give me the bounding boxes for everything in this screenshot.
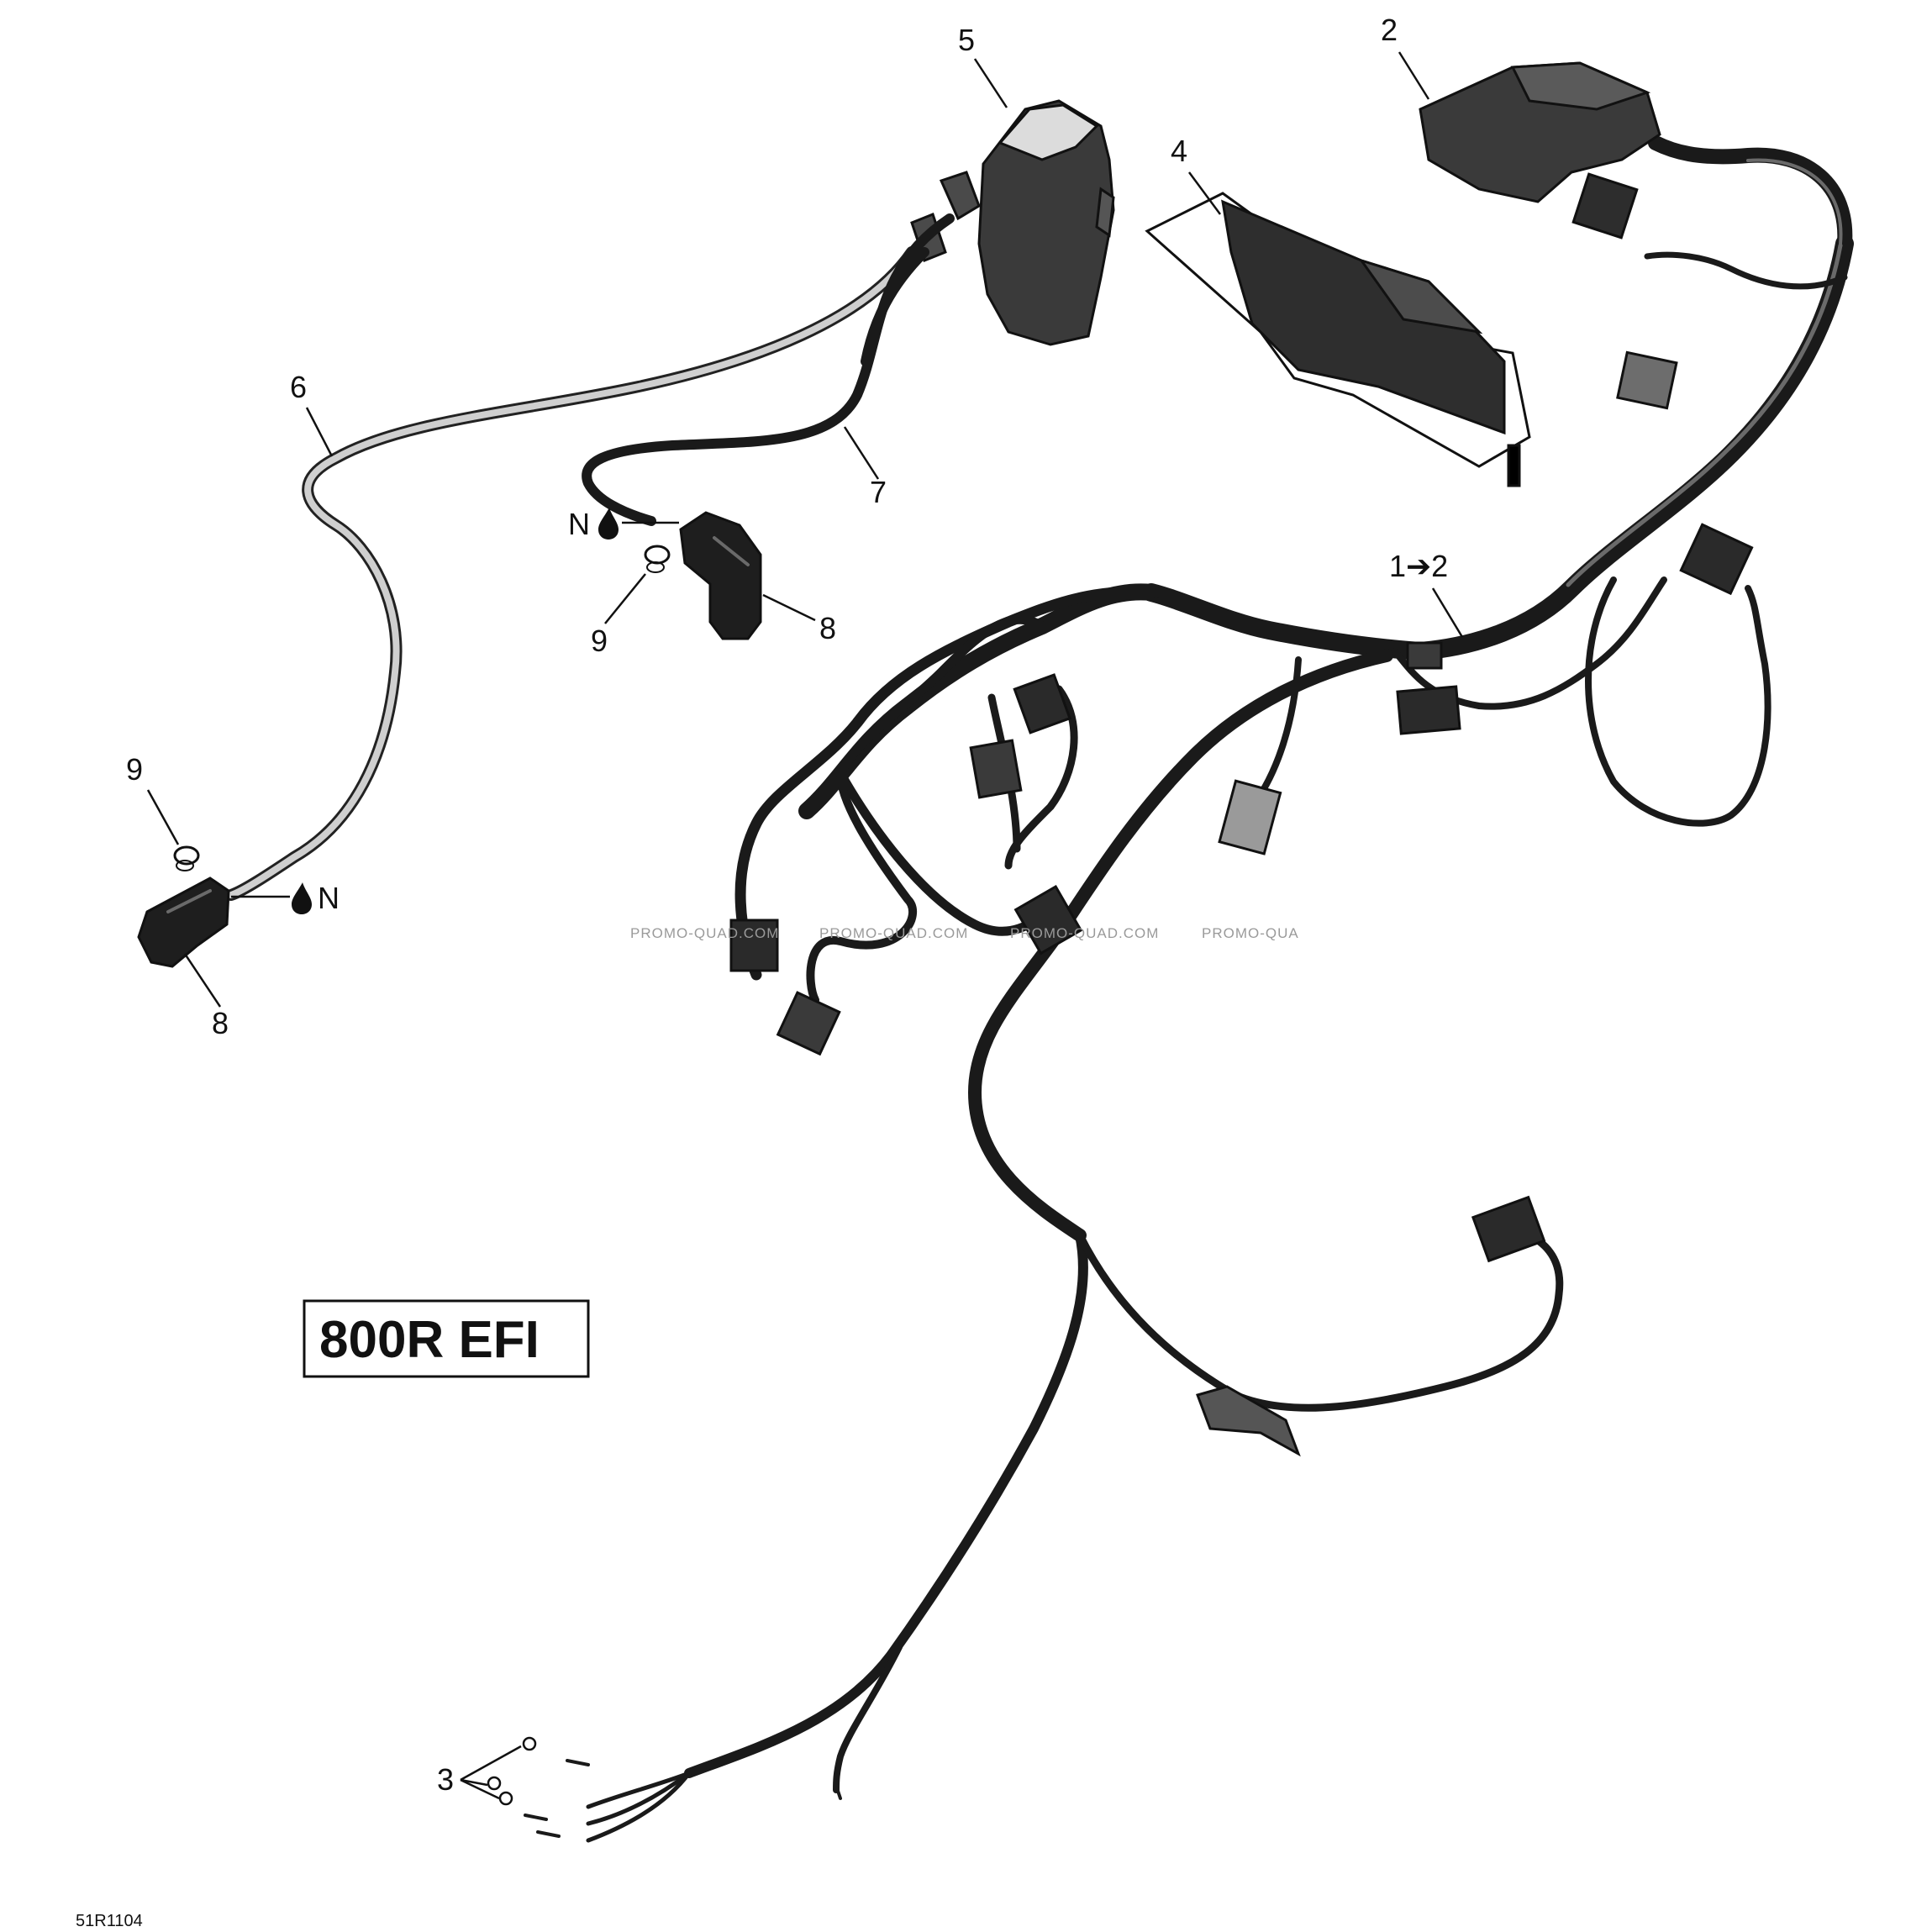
part-4-ecm [1145, 192, 1531, 487]
callout-8-lower: 8 [212, 1006, 229, 1040]
drop-icon [292, 882, 312, 914]
part-9-clamp-upper [644, 545, 671, 573]
drop-icon [598, 508, 619, 540]
lube-mark-upper-letter: N [568, 507, 590, 541]
harness-connectors [729, 523, 1754, 1457]
callout-9-lower: 9 [126, 752, 143, 787]
watermarks: PROMO-QUAD.COM PROMO-QUAD.COM PROMO-QUAD… [630, 925, 1299, 941]
callouts: 5 2 4 6 7 1➔2 8 9 9 8 3 [126, 13, 1464, 1800]
wire-6-high-tension-lead [225, 246, 918, 901]
part-8-spark-plug-cap-upper [679, 511, 762, 640]
callout-1-to-2: 1➔2 [1389, 549, 1448, 583]
watermark-3: PROMO-QUAD.COM [1010, 925, 1159, 941]
callout-5: 5 [958, 23, 975, 57]
callout-6: 6 [290, 370, 307, 404]
part-8-spark-plug-cap-lower [137, 877, 230, 968]
watermark-1: PROMO-QUAD.COM [630, 925, 779, 941]
wire-7-high-tension-lead [582, 213, 955, 526]
part-3-terminals [487, 1736, 842, 1838]
model-label: 800R EFI [319, 1311, 540, 1369]
watermark-4: PROMO-QUA [1202, 925, 1299, 941]
callout-7: 7 [870, 475, 887, 509]
callout-3: 3 [437, 1762, 454, 1797]
part-2-relay-module [1419, 61, 1678, 410]
callout-8-upper: 8 [819, 611, 836, 645]
document-code: 51R1104 [76, 1912, 143, 1930]
watermark-2: PROMO-QUAD.COM [819, 925, 968, 941]
model-label-box: 800R EFI [303, 1299, 590, 1378]
callout-4: 4 [1171, 134, 1187, 168]
lube-mark-upper: N [568, 507, 679, 541]
lube-mark-lower-letter: N [318, 881, 340, 915]
callout-2: 2 [1381, 13, 1398, 47]
part-9-clamp-lower [173, 845, 200, 871]
lube-mark-lower: N [231, 881, 340, 915]
callout-9-upper: 9 [591, 624, 608, 658]
part-5-ignition-coil [910, 99, 1115, 346]
